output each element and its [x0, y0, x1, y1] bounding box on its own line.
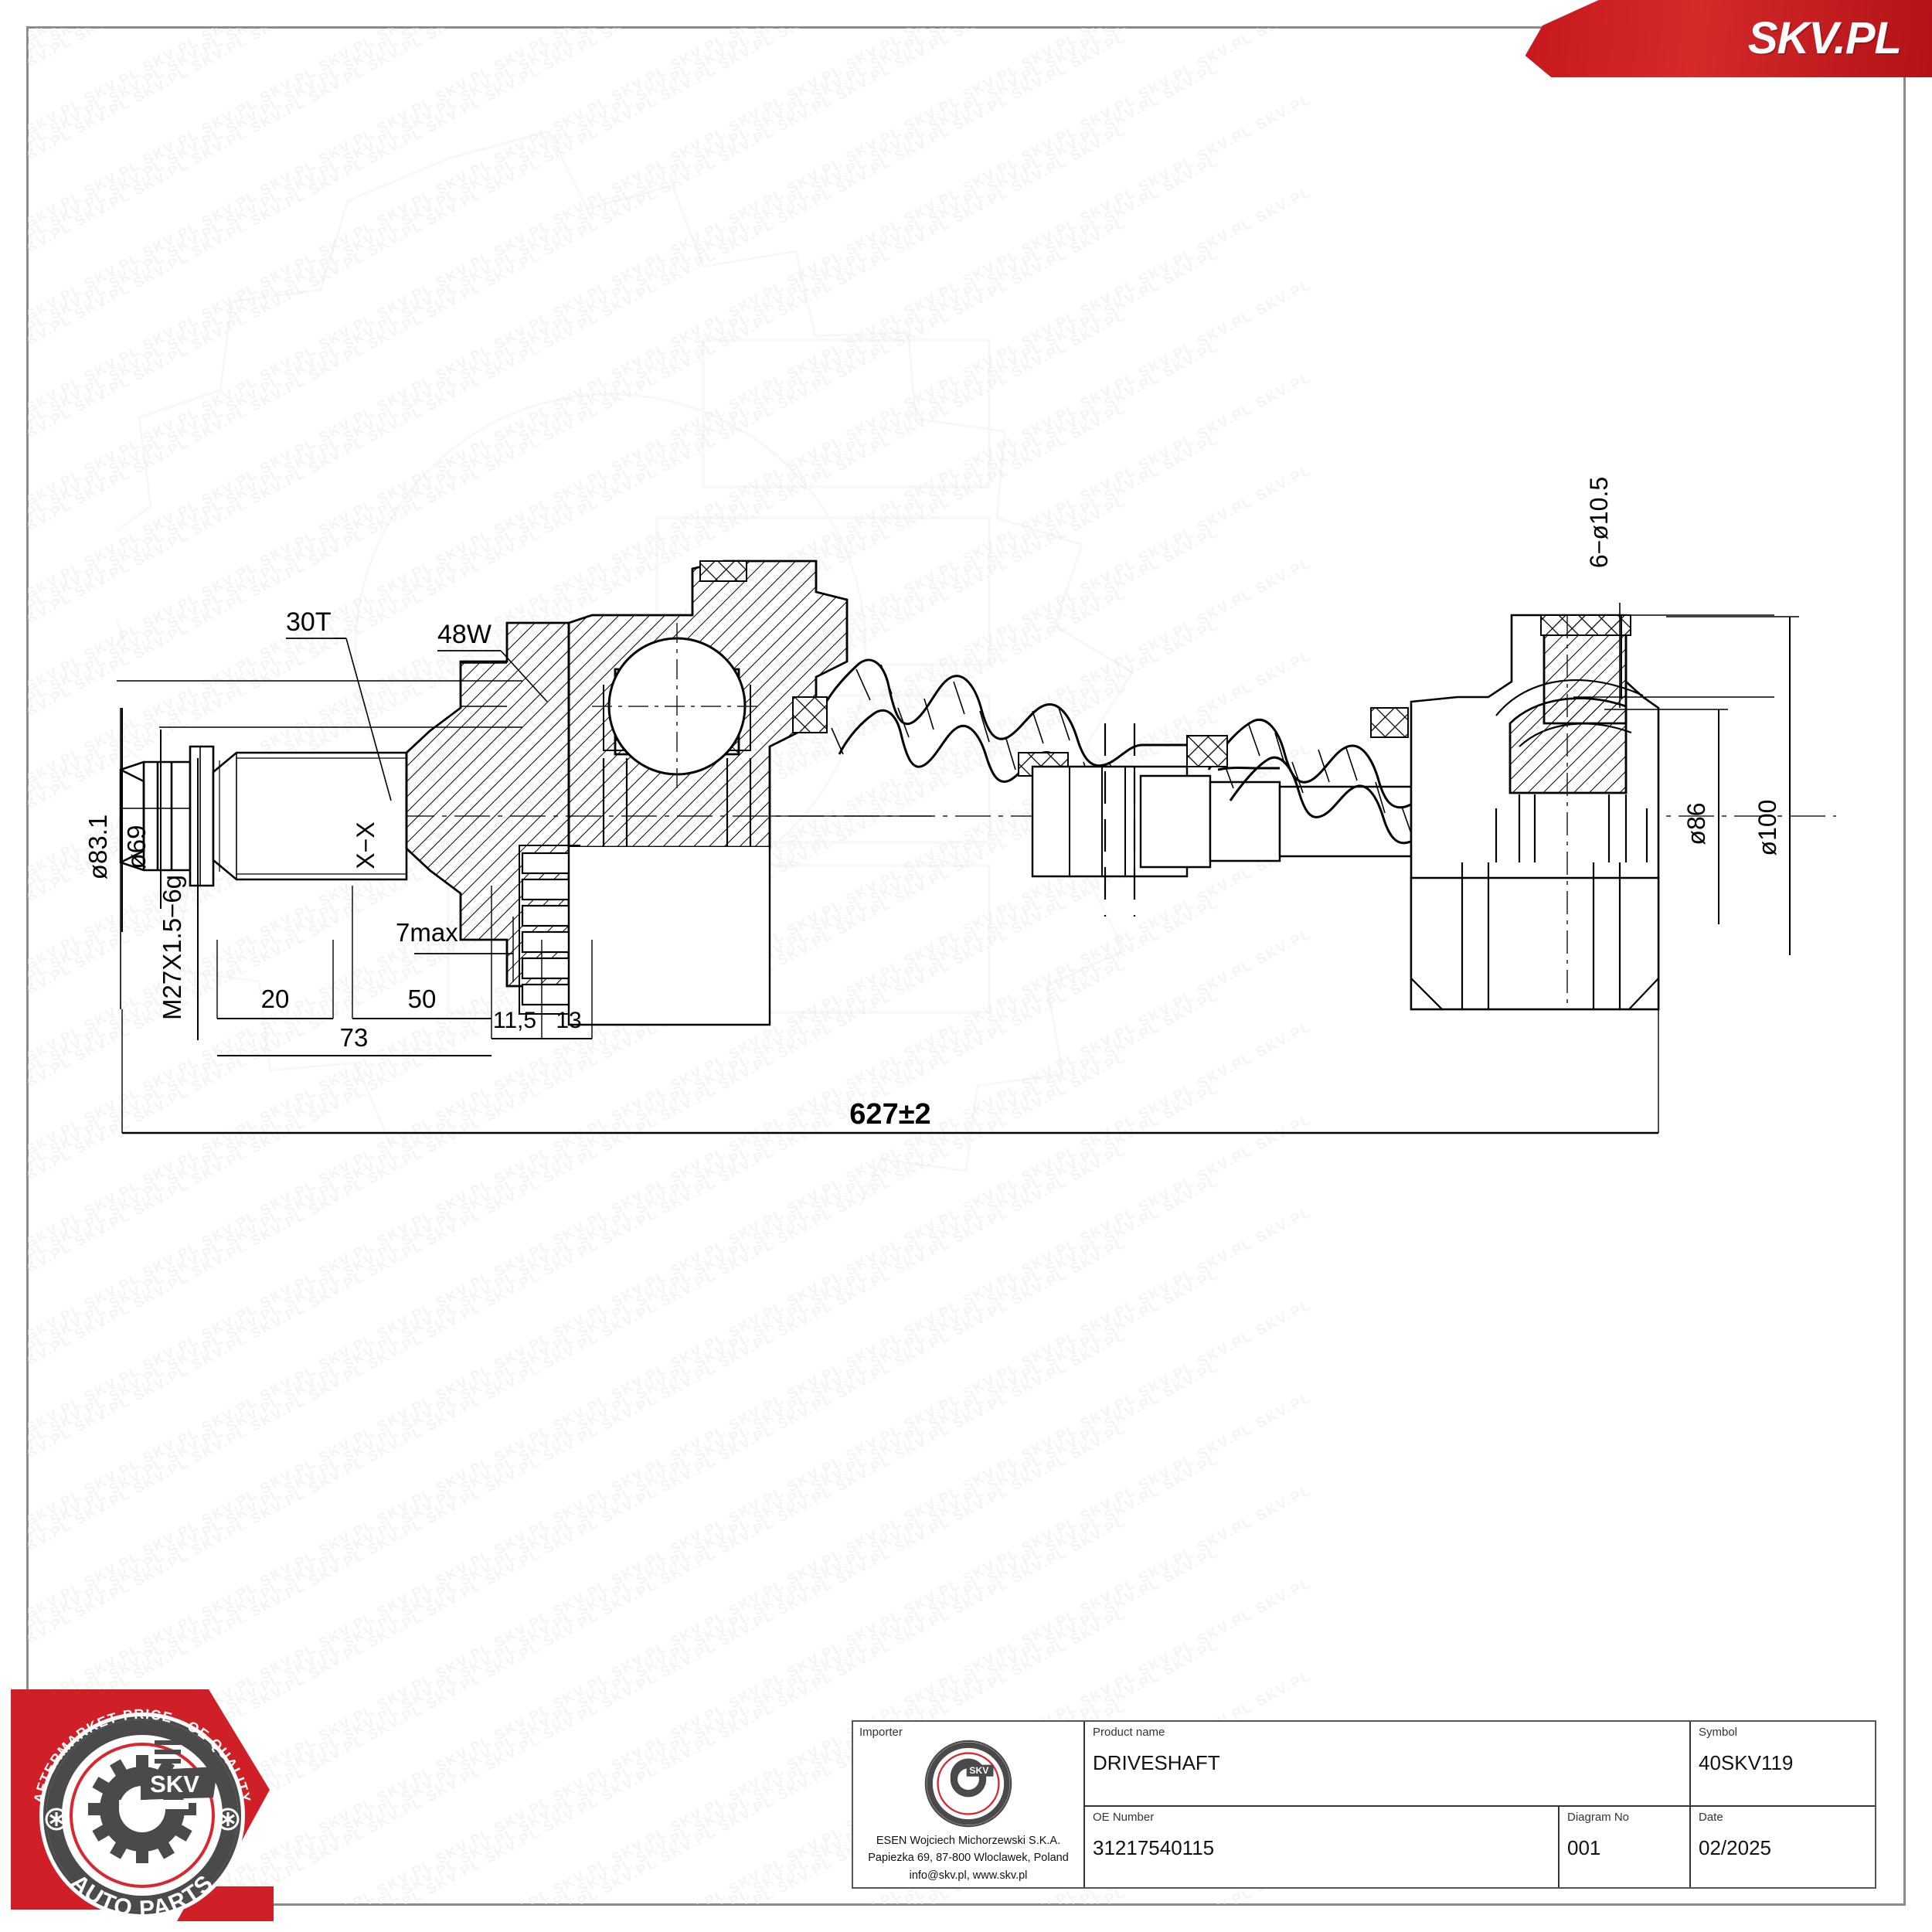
dim-dia-83: ø83.1 — [83, 815, 112, 879]
importer-address-block: ESEN Wojciech Michorzewski S.K.A. Papiez… — [853, 1832, 1083, 1884]
dim-11-5: 11,5 — [493, 1008, 536, 1033]
badge-center-text: SKV — [150, 1770, 199, 1798]
dim-overall-length: 627±2 — [849, 1098, 930, 1131]
symbol-value: 40SKV119 — [1699, 1750, 1794, 1774]
importer-label: Importer — [859, 1726, 903, 1739]
header-red-shape — [1525, 0, 1932, 77]
badge-asterisk-left-icon — [45, 1808, 68, 1831]
symbol-cell: Symbol 40SKV119 — [1689, 1722, 1875, 1805]
importer-seal-logo: SKV — [924, 1740, 1012, 1828]
header-brand-logo: SKV.PL — [1499, 0, 1932, 77]
oe-number-value: 31217540115 — [1093, 1835, 1215, 1859]
diagram-no-value: 001 — [1567, 1835, 1601, 1859]
auto-parts-badge: AFTERMARKET PRICE - OE QUALITY AUTO PART… — [11, 1689, 274, 1921]
technical-drawing: ø83.1 ø69 M27X1.5−6g 30T 48W X−X 7max 20… — [83, 477, 1836, 1134]
diagram-no-label: Diagram No — [1567, 1811, 1630, 1824]
dim-dia-100: ø100 — [1753, 800, 1781, 856]
title-block-fields: Product name DRIVESHAFT Symbol 40SKV119 … — [1085, 1722, 1875, 1887]
dim-6-dia-10-5: 6−ø10.5 — [1585, 477, 1613, 568]
title-block-importer-cell: Importer SKV ESEN Wojciech Michorzewski … — [853, 1722, 1085, 1887]
badge-asterisk-right-icon — [216, 1808, 240, 1831]
diagram-no-cell: Diagram No 001 — [1558, 1807, 1689, 1887]
date-label: Date — [1699, 1811, 1723, 1824]
importer-name: ESEN Wojciech Michorzewski S.K.A. — [876, 1834, 1061, 1847]
title-block: Importer SKV ESEN Wojciech Michorzewski … — [852, 1720, 1876, 1889]
dim-73: 73 — [340, 1023, 369, 1052]
header-brand-text: SKV.PL — [1747, 13, 1902, 63]
dim-dia-86: ø86 — [1682, 802, 1710, 845]
date-value: 02/2025 — [1699, 1835, 1771, 1859]
date-cell: Date 02/2025 — [1689, 1807, 1875, 1887]
product-name-value: DRIVESHAFT — [1093, 1750, 1220, 1774]
dim-thread-m27: M27X1.5−6g — [158, 875, 186, 1020]
dim-7max: 7max — [396, 918, 458, 947]
dim-20: 20 — [261, 985, 290, 1013]
importer-address: Papiezka 69, 87-800 Wloclawek, Poland — [868, 1852, 1069, 1865]
callout-48w: 48W — [437, 620, 492, 649]
symbol-label: Symbol — [1699, 1726, 1738, 1739]
product-name-label: Product name — [1093, 1726, 1165, 1739]
dim-13: 13 — [556, 1008, 581, 1033]
importer-contact: info@skv.pl, www.skv.pl — [909, 1869, 1028, 1882]
dim-dia-69: ø69 — [122, 825, 151, 869]
callout-xx: X−X — [352, 821, 379, 869]
product-name-cell: Product name DRIVESHAFT — [1085, 1722, 1689, 1805]
dim-50: 50 — [408, 985, 437, 1013]
badge-gear-icon — [88, 1740, 218, 1863]
oe-number-cell: OE Number 31217540115 — [1085, 1807, 1558, 1887]
oe-number-label: OE Number — [1093, 1811, 1155, 1824]
svg-text:SKV: SKV — [969, 1765, 989, 1776]
callout-30t: 30T — [286, 607, 332, 637]
